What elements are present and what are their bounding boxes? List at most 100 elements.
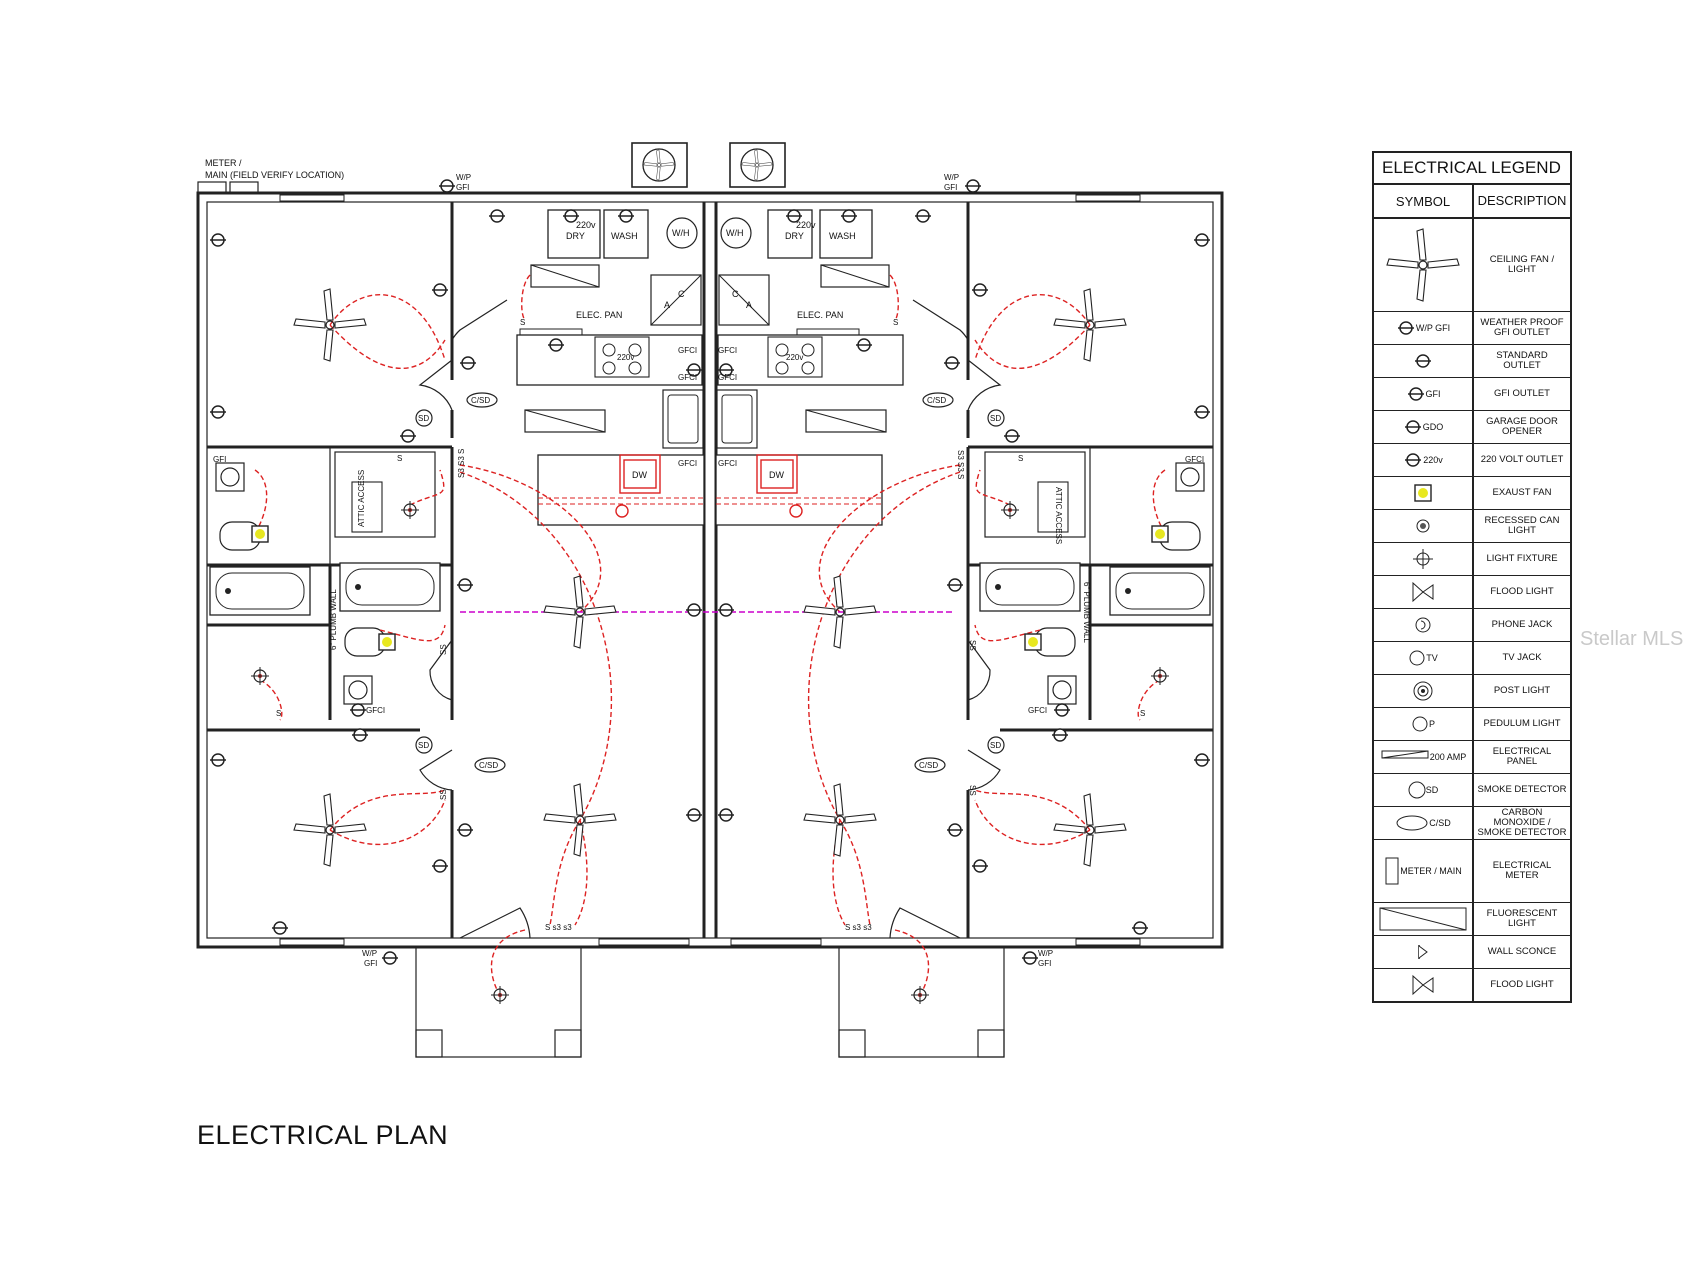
standard-outlet-icon [456, 578, 474, 592]
legend-row: CEILING FAN / LIGHT [1374, 219, 1570, 312]
svg-text:6" PLUMB WALL: 6" PLUMB WALL [329, 589, 338, 650]
exhaust-fan-icon [1374, 477, 1474, 509]
svg-text:S3 S3 S: S3 S3 S [956, 450, 965, 479]
svg-text:GFCI: GFCI [718, 459, 737, 468]
svg-text:C/SD: C/SD [479, 761, 498, 770]
standard-outlet-icon [1374, 345, 1474, 377]
svg-text:S: S [1018, 454, 1023, 463]
svg-text:W/H: W/H [672, 228, 690, 238]
legend-row: STANDARD OUTLET [1374, 345, 1570, 378]
fluorescent-light-icon [1374, 903, 1474, 935]
svg-text:GFI: GFI [1038, 959, 1051, 968]
kitchen-left: DRY WASH W/H 220v C A ELEC. PAN 220v DW [516, 209, 705, 526]
legend-description: TV JACK [1502, 652, 1542, 663]
legend-description: POST LIGHT [1493, 685, 1551, 696]
legend-symbol-text: GDO [1422, 422, 1444, 432]
standard-outlet-icon [209, 233, 227, 247]
svg-text:6" PLUMB WALL: 6" PLUMB WALL [1082, 582, 1091, 643]
svg-text:C/SD: C/SD [471, 396, 490, 405]
svg-text:DW: DW [769, 470, 784, 480]
standard-outlet-icon [1193, 233, 1211, 247]
svg-text:A: A [746, 300, 752, 310]
svg-text:220v: 220v [617, 353, 634, 362]
pendulum-light-icon: P [1374, 708, 1474, 740]
svg-text:220v: 220v [786, 353, 803, 362]
legend-description: GFI OUTLET [1494, 388, 1550, 399]
svg-text:SS: SS [439, 644, 448, 655]
legend-row: GFI GFI OUTLET [1374, 378, 1570, 411]
legend-row: RECESSED CAN LIGHT [1374, 510, 1570, 543]
light-fixture-icon [400, 500, 420, 520]
svg-text:DRY: DRY [785, 231, 804, 241]
legend-row: PHONE JACK [1374, 609, 1570, 642]
svg-text:SD: SD [418, 741, 429, 750]
standard-outlet-icon [1193, 753, 1211, 767]
electrical-legend: ELECTRICAL LEGEND SYMBOL DESCRIPTION CEI… [1372, 151, 1572, 1003]
exhaust-fan-icon [1151, 525, 1169, 543]
wall-sconce-icon [1374, 936, 1474, 968]
legend-row: LIGHT FIXTURE [1374, 543, 1570, 576]
legend-symbol-text: GFI [1425, 389, 1441, 399]
svg-text:SS: SS [968, 785, 977, 796]
flood-light-icon [1374, 969, 1474, 1001]
standard-outlet-icon [1193, 405, 1211, 419]
legend-description: WEATHER PROOF GFI OUTLET [1480, 317, 1564, 338]
svg-text:SD: SD [418, 414, 429, 423]
standard-outlet-icon [271, 921, 289, 935]
legend-description: CARBON MONOXIDE / SMOKE DETECTOR [1477, 807, 1567, 838]
circuit-wiring [254, 274, 1166, 996]
electrical-meter-icon: METER / MAIN [1374, 840, 1474, 902]
svg-text:S s3 s3: S s3 s3 [845, 923, 872, 932]
kitchen-right: DRY WASH W/H 220v C A ELEC. PAN 220v DW [715, 209, 904, 526]
svg-text:GFI: GFI [456, 183, 469, 192]
svg-text:GFCI: GFCI [1185, 455, 1204, 464]
legend-title: ELECTRICAL LEGEND [1374, 153, 1570, 185]
legend-description: CEILING FAN / LIGHT [1489, 254, 1555, 275]
svg-text:220v: 220v [796, 220, 816, 230]
standard-outlet-icon [971, 859, 989, 873]
wp-gfi-outlet-icon [438, 179, 456, 193]
legend-description: STANDARD OUTLET [1496, 350, 1548, 371]
electrical-panel-icon: 200 AMP [1374, 741, 1474, 773]
svg-text:ELEC. PAN: ELEC. PAN [576, 310, 622, 320]
legend-description: FLOOD LIGHT [1490, 979, 1554, 990]
legend-symbol-text: P [1428, 719, 1435, 729]
legend-symbol-text: C/SD [1429, 818, 1451, 828]
legend-row: FLOOD LIGHT [1374, 576, 1570, 609]
legend-row: FLUORESCENT LIGHT [1374, 903, 1570, 936]
outlets: W/P GFI W/P GFI W/P GFI W/P GFI GFCI GFC… [209, 173, 1211, 968]
svg-text:GFCI: GFCI [678, 459, 697, 468]
svg-text:SD: SD [990, 741, 1001, 750]
svg-text:WASH: WASH [829, 231, 856, 241]
exhaust-fan-icon [1024, 633, 1042, 651]
legend-description: FLUORESCENT LIGHT [1486, 908, 1558, 929]
standard-outlet-icon [456, 823, 474, 837]
svg-text:WASH: WASH [611, 231, 638, 241]
light-fixture-icon [490, 985, 510, 1005]
legend-symbol-text: W/P GFI [1415, 323, 1451, 333]
standard-outlet-icon [1003, 429, 1021, 443]
svg-text:S: S [397, 454, 402, 463]
legend-rows: CEILING FAN / LIGHT W/P GFI WEATHER PROOF … [1374, 219, 1570, 1001]
wp-gfi-outlet-icon: W/P GFI [1374, 312, 1474, 344]
legend-header: SYMBOL DESCRIPTION [1374, 185, 1570, 219]
tv-jack-icon: TV [1374, 642, 1474, 674]
standard-outlet-icon [431, 859, 449, 873]
legend-symbol-text: 220v [1423, 455, 1443, 465]
svg-text:C: C [732, 289, 739, 299]
svg-text:S3 S3 S: S3 S3 S [457, 449, 466, 478]
svg-text:GFCI: GFCI [1028, 706, 1047, 715]
recessed-can-light-icon [1374, 510, 1474, 542]
standard-outlet-icon [431, 283, 449, 297]
gfi-outlet-icon: GFI [1374, 378, 1474, 410]
description-header: DESCRIPTION [1477, 193, 1567, 208]
svg-text:SS: SS [968, 640, 977, 651]
svg-text:S: S [893, 318, 898, 327]
svg-text:W/P: W/P [362, 949, 377, 958]
svg-text:W/P: W/P [456, 173, 471, 182]
smoke-detectors: C/SD C/SD C/SD C/SD SD SD SD SD [415, 392, 1005, 773]
